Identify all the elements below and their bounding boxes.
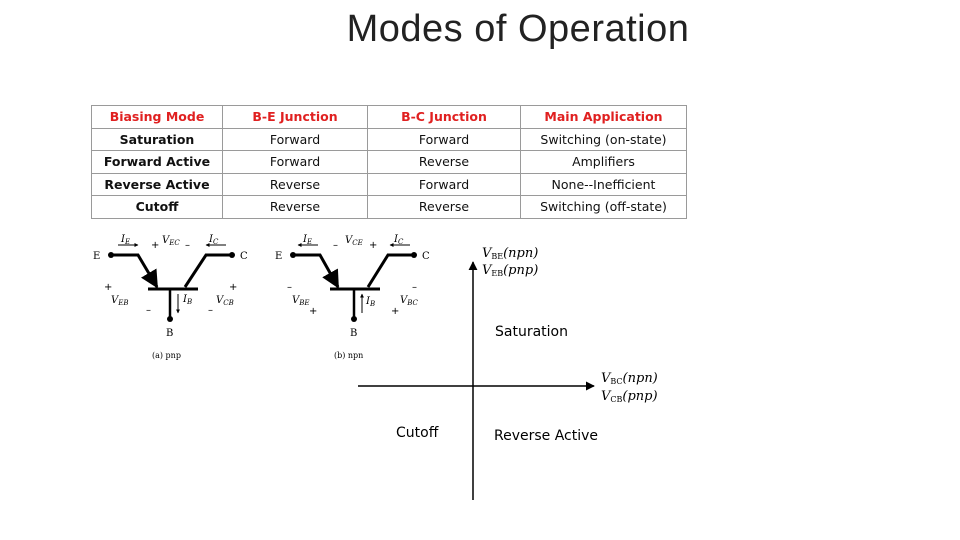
pnp-vcb-minus: –	[208, 305, 213, 316]
npn-collector-lead	[366, 253, 414, 288]
table-header-row: Biasing Mode B-E Junction B-C Junction M…	[91, 105, 687, 129]
application-cell: None--Inefficient	[520, 172, 687, 196]
x-axis-label-npn: VBC(npn)	[601, 371, 658, 386]
header-main-application: Main Application	[520, 105, 687, 129]
table-row: Saturation Forward Forward Switching (on…	[91, 127, 687, 151]
npn-transistor-figure: E C B IE IC IB – VCE + – VBE + – VBC + (…	[275, 234, 430, 360]
mode-cell: Saturation	[91, 127, 223, 151]
pnp-vcb-plus: +	[229, 282, 237, 293]
pnp-vec-label: VEC	[162, 235, 180, 247]
npn-ib-label: IB	[365, 296, 375, 308]
pnp-veb-minus: –	[146, 305, 151, 316]
npn-vbe-label: VBE	[292, 295, 310, 307]
be-cell: Forward	[222, 150, 368, 174]
pnp-collector-lead	[183, 253, 232, 288]
mode-cell: Cutoff	[91, 195, 223, 219]
pnp-ie-label: IE	[120, 234, 130, 246]
x-axis-label-pnp: VCB(pnp)	[601, 389, 658, 404]
bc-cell: Forward	[367, 172, 521, 196]
npn-base-node	[351, 316, 357, 322]
pnp-ic-label: IC	[208, 234, 219, 246]
region-saturation: Saturation	[495, 324, 568, 340]
npn-vce-label: VCE	[345, 235, 363, 247]
npn-vbe-minus: –	[287, 282, 292, 293]
pnp-veb-label: VEB	[111, 295, 129, 307]
slide-title: Modes of Operation	[346, 8, 690, 50]
application-cell: Amplifiers	[520, 150, 687, 174]
npn-ic-label: IC	[393, 234, 404, 246]
npn-vce-plus: +	[369, 240, 377, 251]
header-biasing-mode: Biasing Mode	[91, 105, 223, 129]
pnp-label-b: B	[166, 328, 173, 339]
pnp-transistor-figure: E C B IE IC IB + VEC – + VEB – + VCB – (…	[93, 234, 248, 360]
table-row: Forward Active Forward Reverse Amplifier…	[91, 150, 687, 174]
mode-cell: Reverse Active	[91, 172, 223, 196]
pnp-emitter-lead	[111, 253, 159, 289]
table-row: Cutoff Reverse Reverse Switching (off-st…	[91, 195, 687, 219]
npn-vbc-label: VBC	[400, 295, 419, 307]
table-row: Reverse Active Reverse Forward None--Ine…	[91, 172, 687, 196]
npn-caption: (b) npn	[334, 351, 363, 360]
operating-mode-plot: VBE(npn) VEB(pnp) VBC(npn) VCB(pnp) Satu…	[358, 246, 658, 500]
region-reverse-active: Reverse Active	[494, 428, 598, 444]
npn-label-e: E	[275, 251, 282, 262]
y-axis-label-pnp: VEB(pnp)	[482, 263, 538, 278]
npn-label-b: B	[350, 328, 357, 339]
mode-cell: Forward Active	[91, 150, 223, 174]
npn-vbc-minus: –	[412, 282, 417, 293]
biasing-modes-table: Biasing Mode B-E Junction B-C Junction M…	[91, 105, 687, 219]
npn-vce-minus: –	[333, 240, 338, 251]
region-cutoff: Cutoff	[396, 425, 439, 441]
pnp-label-c: C	[240, 251, 248, 262]
application-cell: Switching (off-state)	[520, 195, 687, 219]
pnp-base-node	[167, 316, 173, 322]
bc-cell: Forward	[367, 127, 521, 151]
npn-vbc-plus: +	[391, 306, 399, 317]
be-cell: Reverse	[222, 172, 368, 196]
application-cell: Switching (on-state)	[520, 127, 687, 151]
pnp-label-e: E	[93, 251, 100, 262]
be-cell: Reverse	[222, 195, 368, 219]
be-cell: Forward	[222, 127, 368, 151]
pnp-vec-minus: –	[185, 240, 190, 251]
npn-ie-label: IE	[302, 234, 312, 246]
npn-label-c: C	[422, 251, 430, 262]
pnp-vcb-label: VCB	[216, 295, 234, 307]
pnp-veb-plus: +	[104, 282, 112, 293]
bc-cell: Reverse	[367, 150, 521, 174]
pnp-ib-label: IB	[182, 294, 192, 306]
pnp-vec-plus: +	[151, 240, 159, 251]
pnp-caption: (a) pnp	[152, 351, 181, 360]
npn-emitter-lead	[293, 253, 340, 289]
npn-vbe-plus: +	[309, 306, 317, 317]
y-axis-label-npn: VBE(npn)	[482, 246, 538, 261]
